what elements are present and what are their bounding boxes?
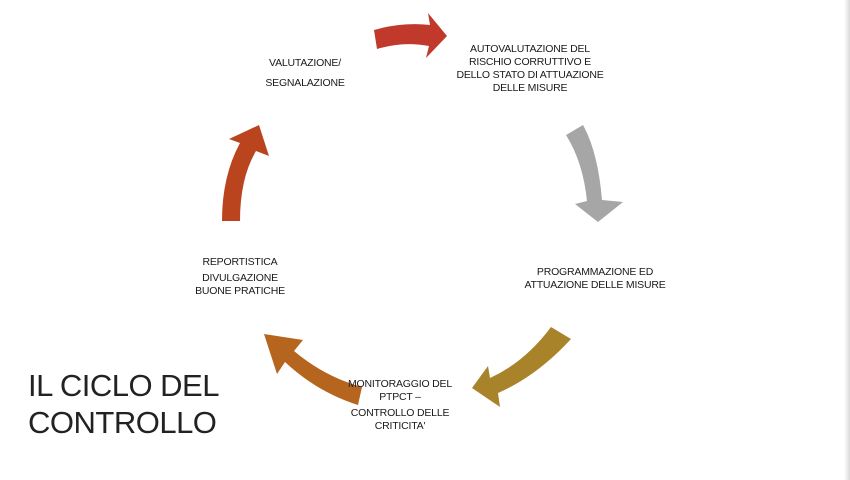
curved-arrow-icon <box>374 13 447 58</box>
node-line: DIVULGAZIONE <box>202 272 278 284</box>
node-reportistica-label: REPORTISTICA DIVULGAZIONE BUONE PRATICHE <box>180 256 300 298</box>
node-programmazione-label: PROGRAMMAZIONE ED ATTUAZIONE DELLE MISUR… <box>510 266 680 292</box>
node-line: ATTUAZIONE DELLE MISURE <box>524 279 666 291</box>
diagram-title-line: IL CICLO DEL <box>28 368 219 403</box>
node-line: DELLO STATO DI ATTUAZIONE <box>456 69 604 81</box>
node-line: BUONE PRATICHE <box>195 285 285 297</box>
node-line: PROGRAMMAZIONE ED <box>536 266 654 278</box>
curved-arrow-icon <box>566 125 623 222</box>
node-line: MONITORAGGIO DEL <box>348 378 452 390</box>
arrow-valutazione-to-autovalutazione <box>374 13 447 58</box>
node-line: AUTOVALUTAZIONE DEL <box>470 43 590 55</box>
arrow-programmazione-to-monitoraggio <box>472 327 571 407</box>
curved-arrow-icon <box>472 327 571 407</box>
curved-arrow-icon <box>264 334 362 405</box>
node-monitoraggio-label: MONITORAGGIO DEL PTPCT – CONTROLLO DELLE… <box>340 378 460 433</box>
slide-edge-shadow <box>844 0 850 480</box>
node-line: SEGNALAZIONE <box>265 77 345 89</box>
node-line: RISCHIO CORRUTTIVO E <box>468 56 591 68</box>
node-line: DELLE MISURE <box>492 82 568 94</box>
arrow-monitoraggio-to-reportistica <box>264 334 362 405</box>
node-line: CRITICITA' <box>374 420 426 432</box>
curved-arrow-icon <box>222 125 269 221</box>
node-autovalutazione-label: AUTOVALUTAZIONE DEL RISCHIO CORRUTTIVO E… <box>440 43 620 95</box>
node-line: PTPCT – <box>379 391 421 403</box>
diagram-title: IL CICLO DEL CONTROLLO <box>28 367 219 441</box>
diagram-title-line: CONTROLLO <box>28 405 217 440</box>
node-valutazione-label: VALUTAZIONE/ SEGNALAZIONE <box>250 53 360 93</box>
arrow-reportistica-to-valutazione <box>222 125 269 221</box>
node-line: VALUTAZIONE/ <box>269 57 341 69</box>
node-line: CONTROLLO DELLE <box>350 407 450 419</box>
arrow-autovalutazione-to-programmazione <box>566 125 623 222</box>
node-line: REPORTISTICA <box>202 256 278 268</box>
